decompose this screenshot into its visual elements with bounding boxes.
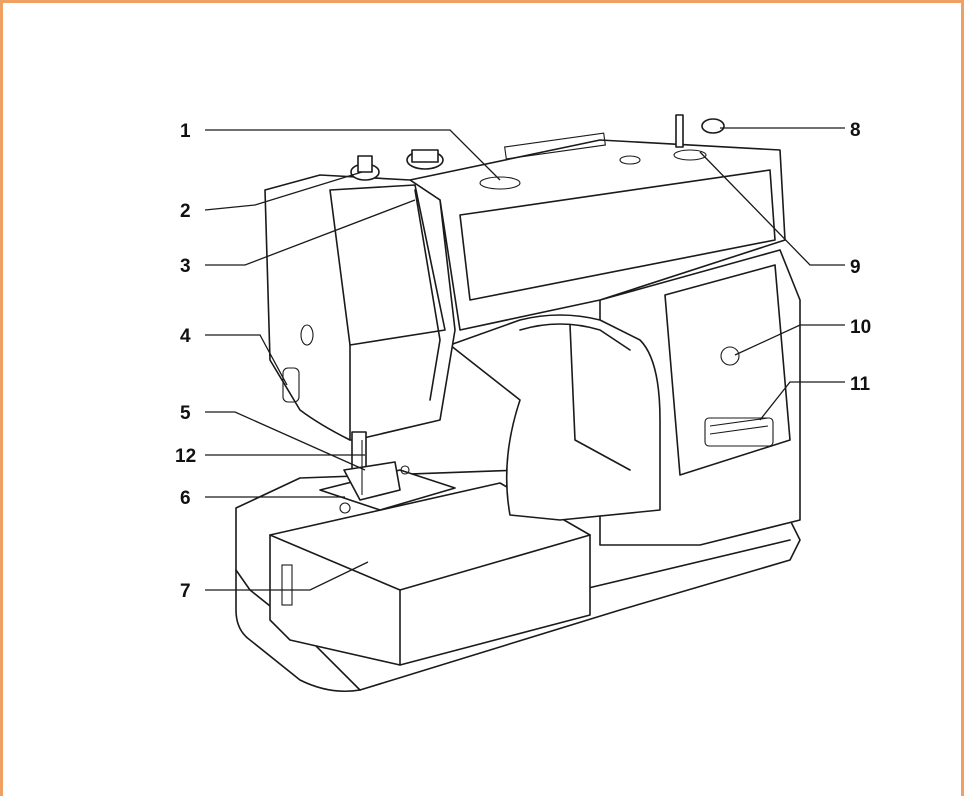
callout-6: 6 bbox=[180, 488, 191, 509]
callout-12: 12 bbox=[175, 446, 196, 467]
callout-1: 1 bbox=[180, 121, 191, 142]
callout-11: 11 bbox=[850, 374, 871, 395]
upper-arm bbox=[409, 132, 786, 331]
machine-head bbox=[264, 174, 456, 441]
callout-4: 4 bbox=[180, 326, 191, 347]
callout-3: 3 bbox=[180, 256, 191, 277]
callout-labels: 1 2 3 4 5 12 6 7 8 9 10 11 bbox=[175, 120, 871, 602]
leader-lines bbox=[204, 127, 845, 591]
callout-10: 10 bbox=[850, 317, 871, 338]
presser-foot bbox=[343, 431, 401, 501]
callout-2: 2 bbox=[180, 201, 191, 222]
callout-8: 8 bbox=[850, 120, 861, 141]
arm-throat bbox=[449, 314, 661, 521]
extension-table bbox=[269, 482, 591, 666]
callout-9: 9 bbox=[850, 257, 861, 278]
callout-5: 5 bbox=[180, 403, 191, 424]
top-controls bbox=[350, 114, 725, 181]
callout-7: 7 bbox=[180, 581, 191, 602]
